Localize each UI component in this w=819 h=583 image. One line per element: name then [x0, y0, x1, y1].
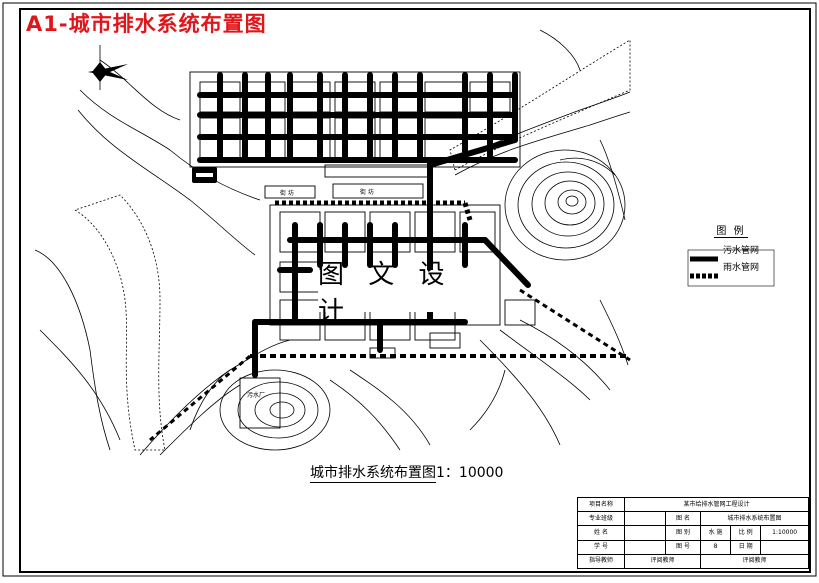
tb-category: 水 施	[699, 525, 732, 541]
plant-label: 污水厂	[247, 392, 266, 399]
city-blocks	[189, 71, 536, 429]
inner-frame	[19, 8, 811, 573]
tb-drawing-no: 8	[699, 539, 732, 555]
tb-advisor-value: 评阅教师	[624, 553, 701, 570]
tb-name-value	[624, 525, 666, 541]
tb-date-label: 日 期	[730, 539, 762, 555]
legend: 图 例 污水管网 雨水管网	[688, 222, 774, 274]
drawing-title-text: 城市排水系统布置图	[310, 465, 436, 483]
tb-student-no-value	[624, 539, 666, 555]
tb-drawing-name: 城市排水系统布置图	[700, 511, 809, 527]
rain-network	[275, 200, 473, 221]
legend-title: 图 例	[714, 222, 748, 238]
tb-name-label: 姓 名	[577, 525, 625, 541]
river-west	[74, 194, 166, 451]
legend-item-rain: 雨水管网	[720, 258, 774, 274]
sewer-network	[197, 72, 531, 378]
river-north	[449, 39, 631, 171]
pump-station-mark	[196, 173, 213, 177]
north-arrow-icon	[88, 45, 128, 90]
railway-branch	[519, 288, 631, 362]
railway-west	[149, 354, 251, 442]
drawing-title: 城市排水系统布置图1：10000	[310, 462, 504, 483]
tb-advisor-label: 指导教师	[577, 553, 625, 570]
block-label-a: 街 坊	[280, 190, 294, 197]
banner-title: A1-城市排水系统布置图	[26, 12, 267, 36]
watermark: 图 文 设 计	[318, 260, 496, 327]
drawing-scale: 1：10000	[436, 465, 504, 481]
tb-drawing-no-label: 图 号	[665, 539, 701, 555]
legend-label-sewage: 污水管网	[723, 245, 760, 256]
legend-label-rain: 雨水管网	[723, 262, 760, 273]
legend-item-sewage: 污水管网	[720, 241, 774, 257]
contour-lines	[34, 29, 631, 456]
tb-category-label: 图 别	[665, 525, 701, 541]
tb-scale: 1:10000	[760, 525, 809, 541]
legend-swatches	[687, 249, 775, 287]
block-label-b: 街 坊	[360, 189, 374, 196]
title-block: 项目名称 某市给排水管网工程设计 专业班级 图 名 城市排水系统布置图 姓 名 …	[577, 496, 809, 570]
tb-student-no-label: 学 号	[577, 539, 625, 555]
hill-contours	[219, 149, 626, 451]
tb-major-label: 专业班级	[577, 511, 625, 527]
tb-reviewer-value: 评阅教师	[700, 553, 809, 570]
title-block-table: 项目名称 某市给排水管网工程设计 专业班级 图 名 城市排水系统布置图 姓 名 …	[577, 496, 809, 570]
tb-drawing-name-label: 图 名	[665, 511, 701, 527]
tb-project-name: 某市给排水管网工程设计	[624, 496, 809, 513]
tb-major-value	[624, 511, 666, 527]
tb-date-value	[760, 539, 809, 555]
tb-project-name-label: 项目名称	[577, 496, 625, 513]
tb-scale-label: 比 例	[730, 525, 762, 541]
